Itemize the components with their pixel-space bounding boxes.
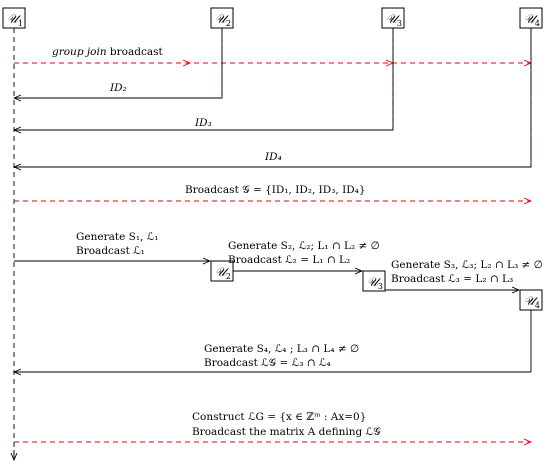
node-u1: 𝒰1 [2,7,26,29]
label-id4: ID₄ [264,151,282,163]
node-u2-relay: 𝒰2 [210,260,234,282]
label-step3-line1: Generate S₃, ℒ₃; L₂ ∩ L₃ ≠ ∅ [391,259,543,271]
svg-text:𝒰4: 𝒰4 [524,12,540,28]
arrow-id4 [14,28,532,167]
node-u4: 𝒰4 [519,7,543,29]
label-step1-line1: Generate S₁, ℒ₁ [76,231,158,243]
svg-text:𝒰3: 𝒰3 [386,12,402,28]
arrow-id3 [14,28,394,130]
svg-text:𝒰3: 𝒰3 [367,275,383,291]
svg-text:𝒰2: 𝒰2 [215,12,231,28]
label-id2: ID₂ [109,82,127,94]
svg-text:𝒰4: 𝒰4 [524,294,540,310]
svg-text:𝒰2: 𝒰2 [215,265,231,281]
label-step2-line2: Broadcast ℒ₂ = L₁ ∩ L₂ [228,254,350,266]
arrow-group-join-mid-head [182,59,192,67]
label-step4-line2: Broadcast ℒ𝒢 = ℒ₃ ∩ ℒ₄ [204,357,331,369]
label-construct-line1: Construct ℒG = {x ∈ ℤᵐ : Ax=0} [192,411,366,423]
label-group-join: group join broadcast [52,46,164,58]
label-step4-line1: Generate S₄, ℒ₄ ; L₃ ∩ L₄ ≠ ∅ [204,343,359,355]
label-step1-line2: Broadcast ℒ₁ [76,245,145,257]
label-construct-line2: Broadcast the matrix A defining ℒ𝒢 [192,426,381,438]
arrow-id2 [14,28,223,98]
node-u3: 𝒰3 [381,7,405,29]
node-u4-relay: 𝒰4 [519,289,543,311]
label-step2-line1: Generate S₂, ℒ₂; L₁ ∩ L₂ ≠ ∅ [228,240,380,252]
svg-text:𝒰1: 𝒰1 [7,12,23,28]
label-id3: ID₃ [194,117,212,129]
node-u3-relay: 𝒰3 [362,270,386,292]
node-u2: 𝒰2 [210,7,234,29]
label-broadcast-g: Broadcast 𝒢 = {ID₁, ID₂, ID₃, ID₄} [185,184,366,196]
label-step3-line2: Broadcast ℒ₃ = L₂ ∩ L₃ [391,273,513,285]
